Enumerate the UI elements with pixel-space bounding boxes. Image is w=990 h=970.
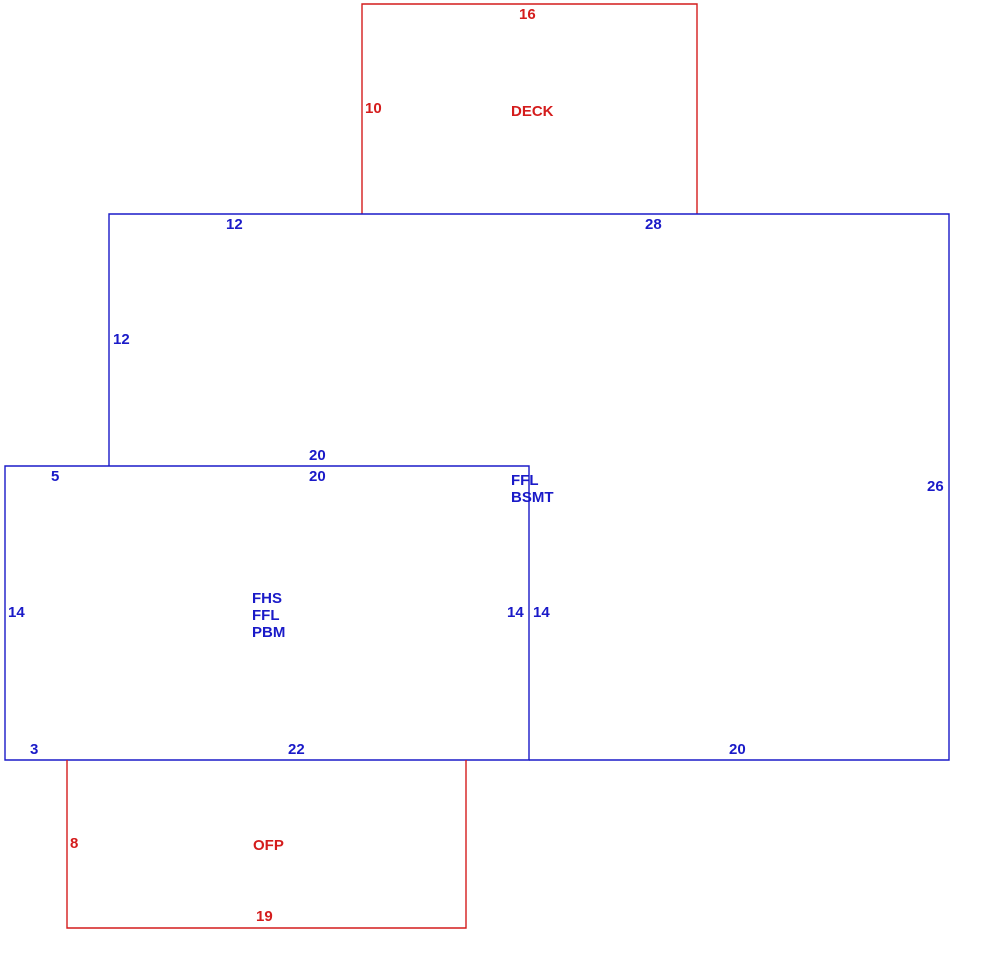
upper-dim-inner-bottom: 20 — [309, 447, 326, 464]
deck-dim-top: 16 — [519, 6, 536, 23]
upper-dim-right: 26 — [927, 478, 944, 495]
porch-dim-bottom: 19 — [256, 908, 273, 925]
upper-dim-top-left: 12 — [226, 216, 243, 233]
lower-area-label-pbm: PBM — [252, 624, 285, 641]
deck-area-label: DECK — [511, 103, 554, 120]
lower-dim-top: 20 — [309, 468, 326, 485]
lower-area-label-ffl: FFL — [252, 607, 280, 624]
upper-dim-bottom-right: 20 — [729, 741, 746, 758]
lower-dim-bottom: 22 — [288, 741, 305, 758]
upper-dim-left: 12 — [113, 331, 130, 348]
lower-dim-top-left: 5 — [51, 468, 59, 485]
upper-dim-top-right: 28 — [645, 216, 662, 233]
porch-outline — [66, 760, 467, 929]
deck-dim-left: 10 — [365, 100, 382, 117]
lower-dim-bottom-left: 3 — [30, 741, 38, 758]
upper-area-label-ffl: FFL — [511, 472, 539, 489]
lower-dim-right-outer: 14 — [533, 604, 550, 621]
lower-area-label-fhs: FHS — [252, 590, 282, 607]
deck-outline — [361, 3, 698, 214]
upper-area-label-bsmt: BSMT — [511, 489, 554, 506]
lower-section-outline — [4, 465, 530, 761]
lower-dim-right-inner: 14 — [507, 604, 524, 621]
porch-dim-left: 8 — [70, 835, 78, 852]
porch-area-label: OFP — [253, 837, 284, 854]
lower-dim-left: 14 — [8, 604, 25, 621]
upper-section-outline — [108, 213, 950, 761]
